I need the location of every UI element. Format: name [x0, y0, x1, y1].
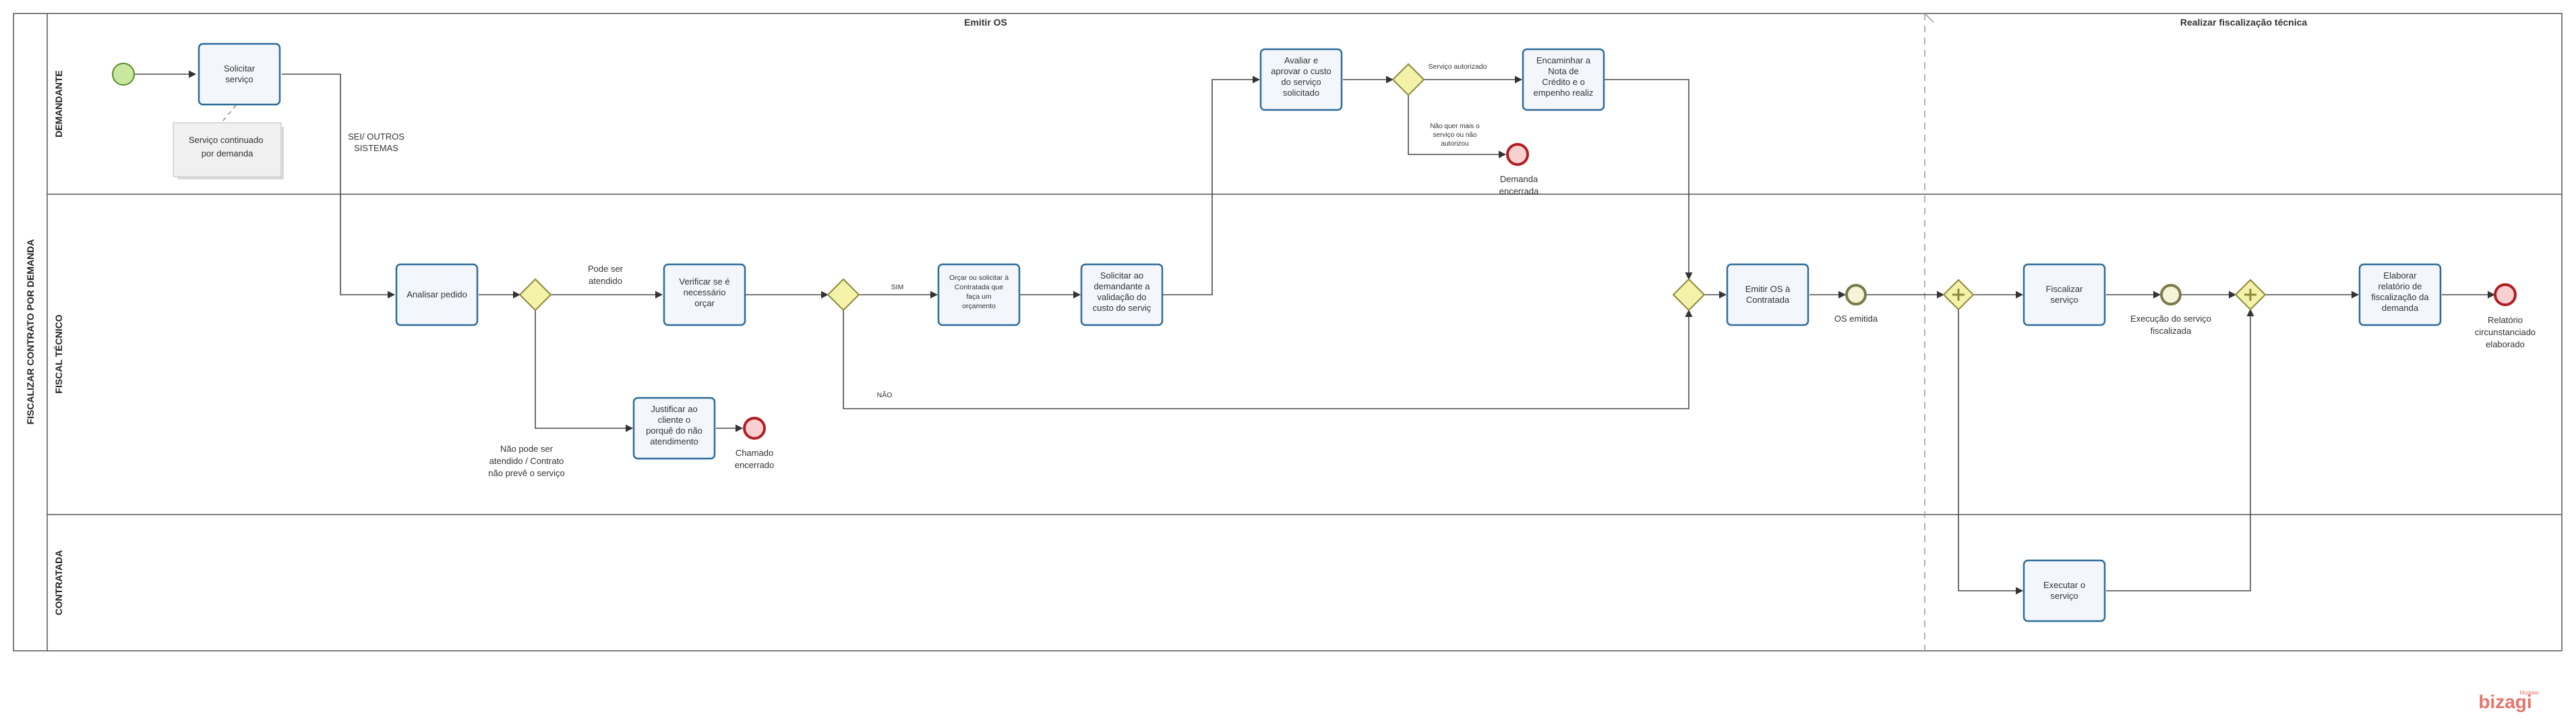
gateway-merge [1672, 278, 1706, 312]
svg-text:Modeler: Modeler [2520, 690, 2540, 696]
plus-icon [1952, 289, 1965, 301]
label-os-emitida: OS emitida [1834, 314, 1878, 324]
lane-fiscal-tecnico: FISCAL TÉCNICO [53, 314, 64, 393]
end-event-chamado [743, 417, 766, 440]
pool-title: FISCALIZAR CONTRATO POR DEMANDA [25, 239, 36, 425]
label-servico-autorizado: Serviço autorizado [1429, 63, 1487, 71]
gateway-atendimento [518, 278, 552, 312]
annotation-box [173, 122, 282, 177]
association-line [222, 105, 237, 122]
bizagi-logo: bizagi Modeler [2478, 690, 2539, 712]
lane-demandante: DEMANDANTE [53, 70, 64, 138]
gateway-autorizacao [1391, 63, 1425, 96]
pool-frame [13, 13, 2563, 651]
start-event [112, 63, 135, 86]
svg-text:Analisar pedido: Analisar pedido [407, 289, 467, 299]
label-sim: SIM [891, 283, 904, 291]
phase-fiscalizacao: Realizar fiscalização técnica [2180, 17, 2308, 28]
label-nao: NÃO [877, 390, 893, 399]
end-event-relatorio [2494, 283, 2517, 306]
intermediate-event-execucao [2160, 284, 2182, 306]
sequence-flows [135, 70, 2496, 595]
end-event-demanda [1506, 143, 1529, 166]
phase-emitir-os: Emitir OS [964, 17, 1007, 28]
task-analisar-pedido[interactable]: Analisar pedido [395, 263, 479, 326]
plus-icon [2244, 289, 2256, 301]
annotation-text: Serviço continuado por demanda [189, 135, 266, 158]
svg-text:bizagi: bizagi [2478, 691, 2532, 712]
intermediate-event-os-emitida [1845, 284, 1867, 306]
lane-contratada: CONTRATADA [53, 550, 64, 616]
gateway-orcar [827, 278, 860, 312]
